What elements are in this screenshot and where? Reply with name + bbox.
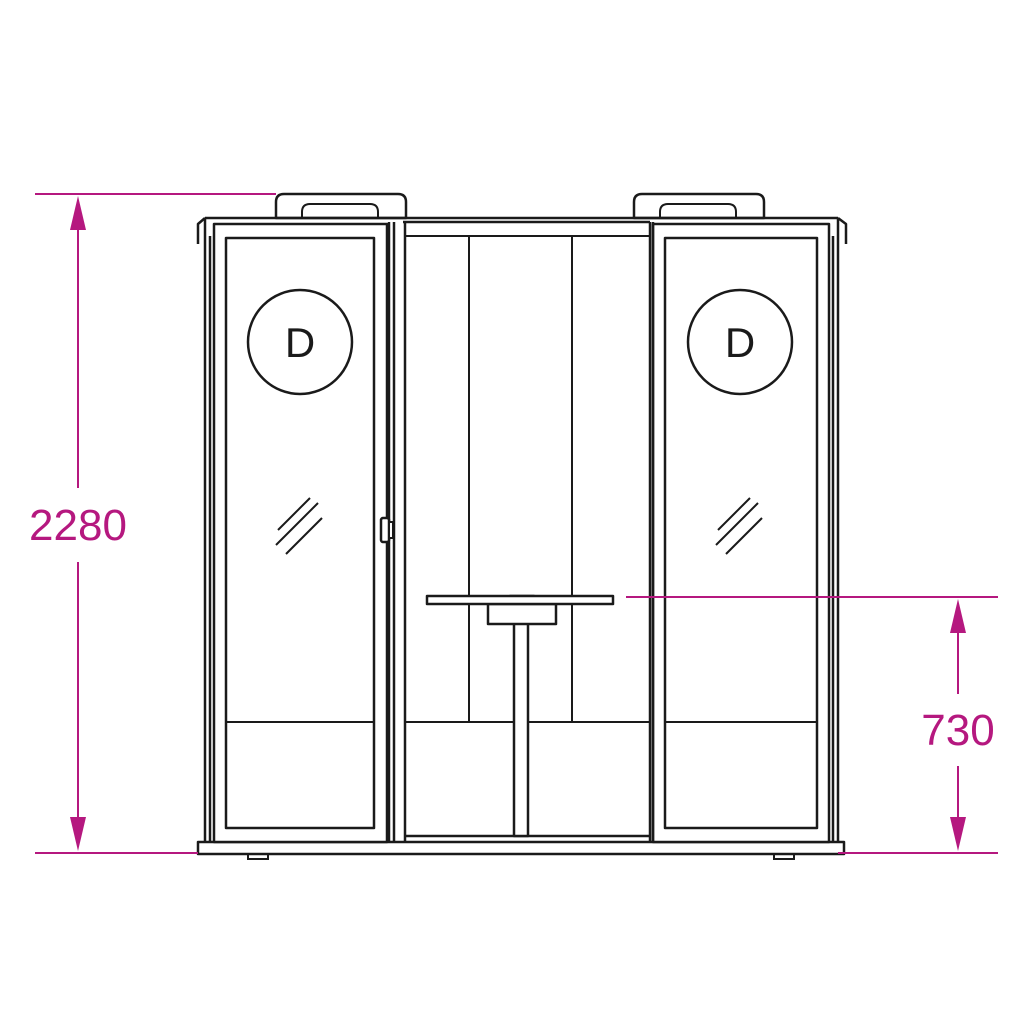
dimension-label-total-height: 2280 [29,501,127,550]
door-sign-label-left: D [285,319,315,366]
door-sign-label-right: D [725,319,755,366]
glass-hatch-icon [275,497,323,555]
pod-body [196,216,848,860]
door-left: D [212,222,396,844]
dimension-label-table-height: 730 [921,706,994,755]
roof-vent-left [274,192,408,220]
glass-hatch-icon [715,497,763,555]
dimension-table-height: 730 [626,596,998,854]
door-sign-right [686,288,794,396]
dimension-total-height: 2280 [29,193,276,854]
door-handle-icon[interactable] [379,516,391,544]
door-sign-left [246,288,354,396]
roof-vent-right [632,192,766,220]
standing-table [425,594,615,838]
door-right: D [651,222,831,844]
